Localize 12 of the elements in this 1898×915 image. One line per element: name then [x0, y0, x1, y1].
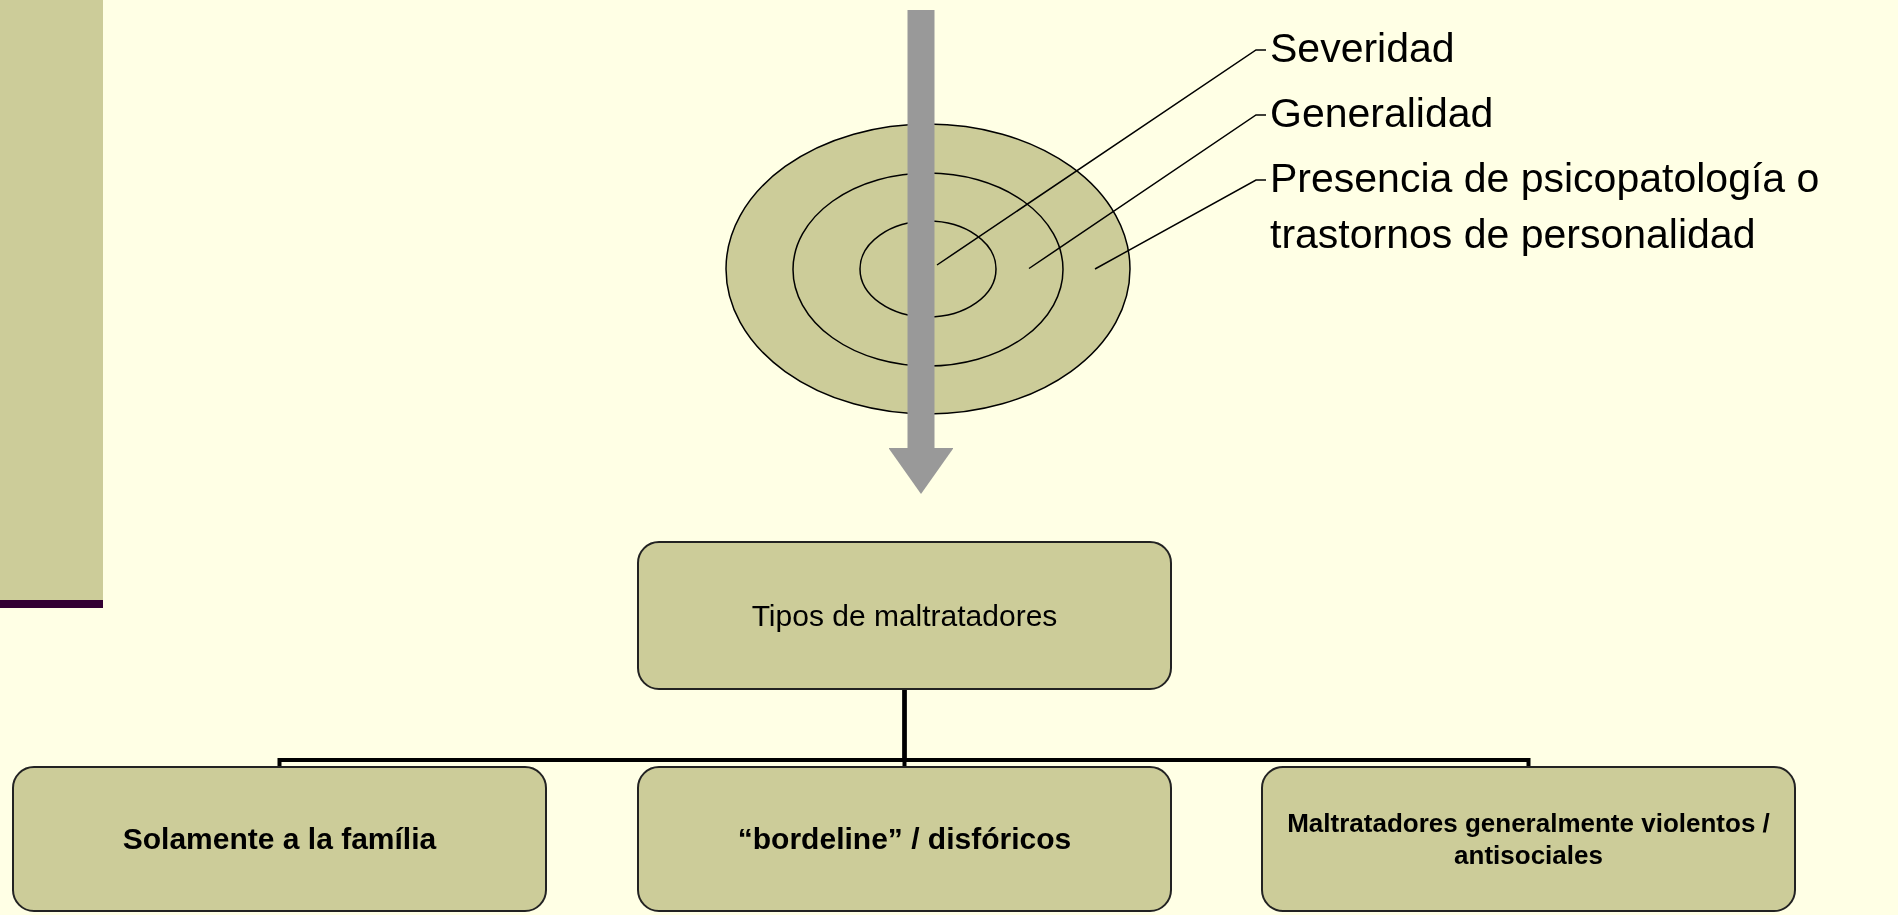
type-box: “bordeline” / disfóricos	[637, 766, 1172, 912]
leader-label: Generalidad	[1270, 85, 1494, 141]
connector-line	[902, 690, 1531, 767]
arrow	[888, 10, 954, 494]
leader-label: Presencia de psicopatología o trastornos de personalidad	[1270, 150, 1845, 262]
leader-line	[1094, 179, 1267, 270]
root-category-box: Tipos de maltratadores	[637, 541, 1172, 690]
leader-line	[1028, 114, 1267, 270]
leader-line	[936, 49, 1267, 266]
type-box: Maltratadores generalmente violentos / antisociales	[1261, 766, 1796, 912]
type-box: Solamente a la família	[12, 766, 547, 912]
leader-label: Severidad	[1270, 20, 1455, 76]
